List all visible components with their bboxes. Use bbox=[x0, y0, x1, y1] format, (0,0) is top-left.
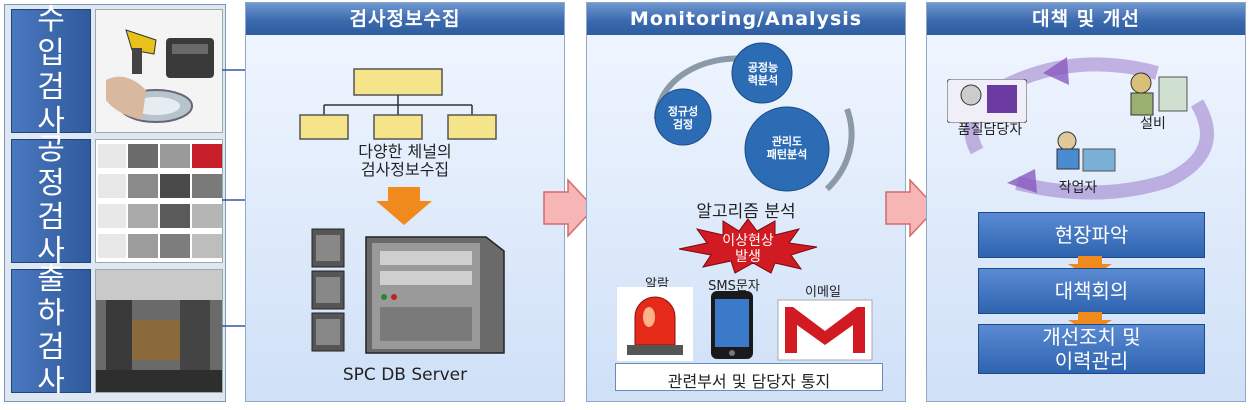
alarm-siren-icon bbox=[617, 287, 693, 361]
caption-line: 다양한 체널의 bbox=[358, 142, 452, 161]
gear-line: 력분석 bbox=[747, 74, 779, 87]
quality-manager-icon bbox=[947, 79, 1027, 123]
email-icon bbox=[777, 299, 873, 361]
gear-line: 공정능 bbox=[747, 61, 779, 74]
step-down-arrow-icon bbox=[1068, 256, 1112, 278]
gear-line: 정규성 bbox=[667, 105, 699, 118]
tab-char: 사 bbox=[37, 104, 65, 139]
caption-line: 검사정보수집 bbox=[360, 160, 450, 179]
anomaly-label: 이상현상 발생 bbox=[675, 233, 821, 265]
gear-line: 패턴분석 bbox=[766, 148, 808, 161]
anomaly-line: 발생 bbox=[735, 249, 761, 265]
notify-label: 관련부서 및 담당자 통지 bbox=[667, 372, 831, 391]
panel-monitoring: Monitoring/Analysis 공정능 력분석 정규성 검정 관리도 패… bbox=[586, 2, 906, 402]
process-photo-grid bbox=[95, 139, 223, 263]
tab-char: 하 bbox=[37, 296, 65, 331]
tab-char: 사 bbox=[37, 364, 65, 399]
panel-title: 검사정보수집 bbox=[246, 3, 564, 35]
tab-char: 수 bbox=[37, 2, 65, 37]
tab-char: 출 bbox=[37, 262, 65, 297]
gear-line: 검정 bbox=[672, 118, 694, 131]
gear-line: 관리도 bbox=[771, 135, 803, 148]
tab-char: 검 bbox=[37, 70, 65, 105]
anomaly-burst-icon bbox=[678, 218, 818, 274]
flow-arrow-icon bbox=[543, 178, 596, 238]
step-improvement-history: 개선조치 및 이력관리 bbox=[978, 324, 1205, 374]
phone-icon bbox=[711, 291, 753, 359]
tab-char: 정 bbox=[37, 166, 65, 201]
tab-shipping-inspection: 출 하 검 사 bbox=[11, 263, 91, 399]
tab-char: 사 bbox=[37, 234, 65, 269]
role-quality-manager: 품질담당자 bbox=[957, 122, 1023, 138]
anomaly-line: 이상현상 bbox=[722, 233, 774, 249]
panel-title: Monitoring/Analysis bbox=[587, 3, 905, 35]
panel-title: 대책 및 개선 bbox=[927, 3, 1245, 35]
tab-char: 입 bbox=[37, 36, 65, 71]
gear-capability-label: 공정능 력분석 bbox=[735, 61, 791, 87]
step-line: 개선조치 및 bbox=[1042, 325, 1141, 349]
step-down-arrow-icon bbox=[1068, 312, 1112, 334]
equipment-worker-icon bbox=[1130, 72, 1188, 116]
notify-box: 관련부서 및 담당자 통지 bbox=[615, 363, 883, 391]
step-countermeasure-meeting: 대책회의 bbox=[978, 268, 1205, 314]
panel-data-collection: 검사정보수집 다양한 체널의 검사정보수집 SPC DB Server bbox=[245, 2, 565, 402]
tab-incoming-inspection: 수 입 검 사 bbox=[11, 3, 91, 139]
inspection-sources-column: 수 입 검 사 공 정 검 사 출 하 검 사 bbox=[4, 3, 226, 402]
step-site-check: 현장파악 bbox=[978, 212, 1205, 258]
collection-caption: 다양한 체널의 검사정보수집 bbox=[246, 143, 564, 179]
flow-arrow-icon bbox=[885, 178, 938, 238]
server-icon bbox=[311, 228, 505, 354]
algorithm-label: 알고리즘 분석 bbox=[696, 202, 796, 222]
scanner-photo bbox=[95, 9, 223, 133]
role-equipment: 설비 bbox=[1140, 116, 1166, 132]
role-worker: 작업자 bbox=[1058, 180, 1098, 196]
email-label: 이메일 bbox=[805, 285, 841, 300]
sms-label: SMS문자 bbox=[708, 279, 760, 294]
tab-char: 공 bbox=[37, 132, 65, 167]
step-line: 이력관리 bbox=[1054, 349, 1129, 373]
gear-normality-label: 정규성 검정 bbox=[657, 105, 709, 131]
tab-char: 검 bbox=[37, 330, 65, 365]
gear-control-chart-label: 관리도 패턴분석 bbox=[755, 135, 819, 161]
hierarchy-chart-icon bbox=[299, 68, 497, 140]
down-arrow-icon bbox=[376, 187, 432, 225]
tab-process-inspection: 공 정 검 사 bbox=[11, 133, 91, 269]
tab-char: 검 bbox=[37, 200, 65, 235]
worker-icon bbox=[1056, 131, 1116, 172]
server-label: SPC DB Server bbox=[342, 365, 468, 385]
factory-line-photo bbox=[95, 269, 223, 393]
gears-cycle-icon bbox=[653, 42, 855, 192]
